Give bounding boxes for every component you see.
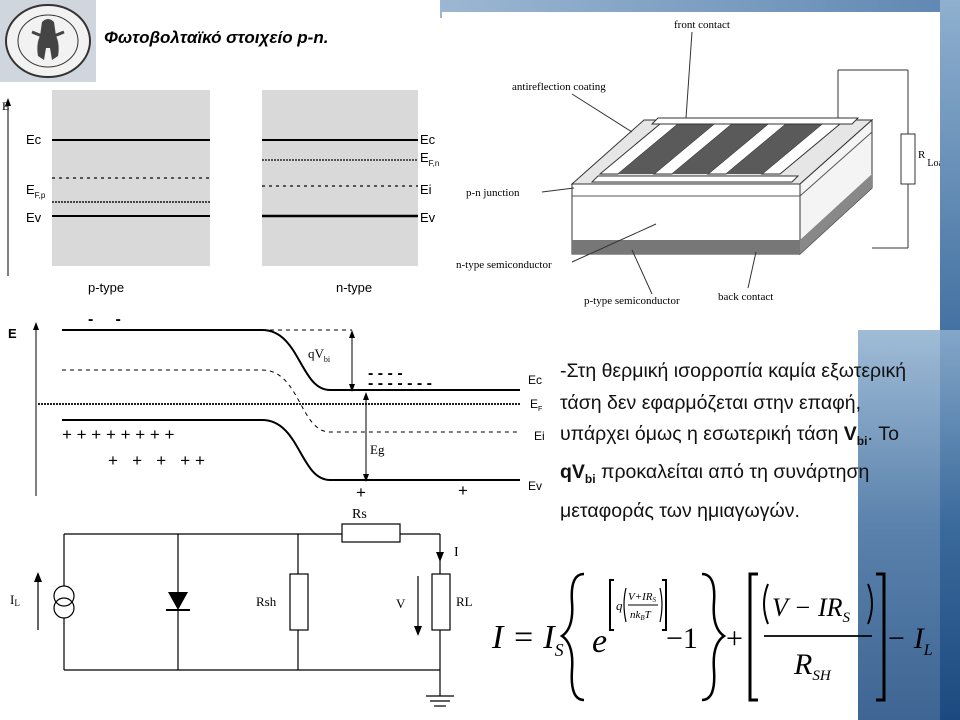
n-ev-label: Ev [420,210,436,225]
rl-label: RL [456,594,473,609]
svg-text:V − IRS: V − IRS [772,593,851,626]
eq-minus-il: − I [886,622,926,655]
minus-top: - - [88,316,121,328]
plus-bottom-2: + [458,481,468,500]
p-ef-sub: F,p [35,191,46,200]
p-ev-label: Ev [26,210,42,225]
vbi-main: V [843,423,857,445]
n-type-semiconductor-label: n-type semiconductor [456,259,552,271]
equivalent-circuit: Rs IL Rsh I RL V [10,507,473,707]
junction-ef-label: E [530,397,538,411]
eq-lhs-sub: S [555,640,564,660]
paragraph-part-2: . Το [867,423,899,445]
plus-row-1: + + + + + + + + [62,425,175,444]
eq-minus-one: −1 [666,622,698,655]
svg-text:EF,p: EF,p [26,182,46,200]
eg-label: Eg [370,442,385,457]
n-type-caption: n-type [336,280,372,295]
eq-den2-sub: SH [812,668,832,684]
axis-label-e: E [2,99,9,113]
eq-den-exp-sub: B [640,614,645,622]
vbi-sub: bi [856,433,868,448]
band-diagram-separate: E Ec EF,p Ev p-type Ec EF,n Ei Ev n-type [2,90,439,295]
p-ef-label: E [26,182,35,197]
svg-text:IL: IL [10,592,20,608]
n-ei-label: Ei [420,182,432,197]
n-ef-sub: F,n [429,159,440,168]
svg-text:RLoad: RLoad [918,149,940,169]
eq-num2: V − IR [772,593,843,622]
svg-text:EF: EF [530,397,542,413]
svg-text:V+IRS: V+IRS [628,591,657,604]
solar-cell-schematic: RLoad front contact antireflection coati… [442,12,940,328]
slide-title: Φωτοβολταϊκό στοιχείο p-n. [104,28,329,47]
front-contact-label: front contact [674,19,730,31]
svg-text:qVbi: qVbi [308,346,331,364]
minus-row-1: - - - - [368,365,403,382]
p-type-caption: p-type [88,280,124,295]
junction-ef-sub: F [538,406,542,413]
rsh-label: Rsh [256,594,277,609]
qvbi-main: qV [560,461,585,484]
junction-ev-label: Ev [528,479,542,493]
svg-text:nkBT: nkBT [630,609,652,622]
rs-label: Rs [352,507,367,522]
n-type-panel [262,90,418,266]
eq-lhs: I = I [491,619,556,656]
svg-text:I = IS: I = IS [491,619,564,660]
p-type-semiconductor-label: p-type semiconductor [584,295,680,307]
svg-text:EF,n: EF,n [420,150,439,168]
qvbi-text-sub: bi [584,472,596,487]
eq-e: e [592,623,607,660]
n-ec-label: Ec [420,132,436,147]
explanation-paragraph: -Στη θερμική ισορροπία καμία εξωτερική τ… [560,356,930,527]
eq-den-exp-t: T [645,609,652,621]
eq-plus: + [726,622,743,655]
eq-num2-sub: S [843,610,851,626]
n-ef-label: E [420,150,429,165]
eq-q: q [616,598,623,613]
university-seal-logo [5,4,91,78]
p-ec-label: Ec [26,132,42,147]
eq-num-exp-sub: S [653,596,657,604]
junction-axis-e: E [8,326,17,341]
il-sub: L [14,598,20,608]
rload-sub: Load [927,158,940,169]
pn-junction-label: p-n junction [466,187,520,199]
il-label: I [10,592,14,607]
minus-row-2: - - - - - - - [368,375,432,392]
junction-ec-label: Ec [528,373,542,387]
current-equation: I = IS e q V+IRS nkBT −1 + V − IRS RSH −… [491,572,933,702]
paragraph-part-1: -Στη θερμική ισορροπία καμία εξωτερική τ… [560,360,907,445]
qvbi-sub: bi [324,355,331,364]
band-diagram-junction: E qVbi Eg - - - - - - - - - - - - - + + … [8,316,545,502]
eq-minus-il-sub: L [923,642,933,659]
eq-den2: R [793,648,812,681]
junction-ei-label: Ei [534,429,545,443]
back-contact-label: back contact [718,291,773,303]
eq-num-exp: V+IR [628,591,653,603]
v-label: V [396,596,406,611]
i-label: I [454,545,459,560]
svg-text:RSH: RSH [793,648,832,684]
rload-label: R [918,149,926,161]
qvbi-label: qV [308,346,325,361]
paragraph-part-3: προκαλείται από τη συνάρτηση μεταφοράς τ… [560,461,870,522]
plus-bottom-1: + [356,483,366,502]
svg-text:− IL: − IL [886,622,933,659]
plus-row-2: + + + + + [108,451,205,470]
antireflection-label: antireflection coating [512,81,606,93]
eq-den-exp: nk [630,609,642,621]
